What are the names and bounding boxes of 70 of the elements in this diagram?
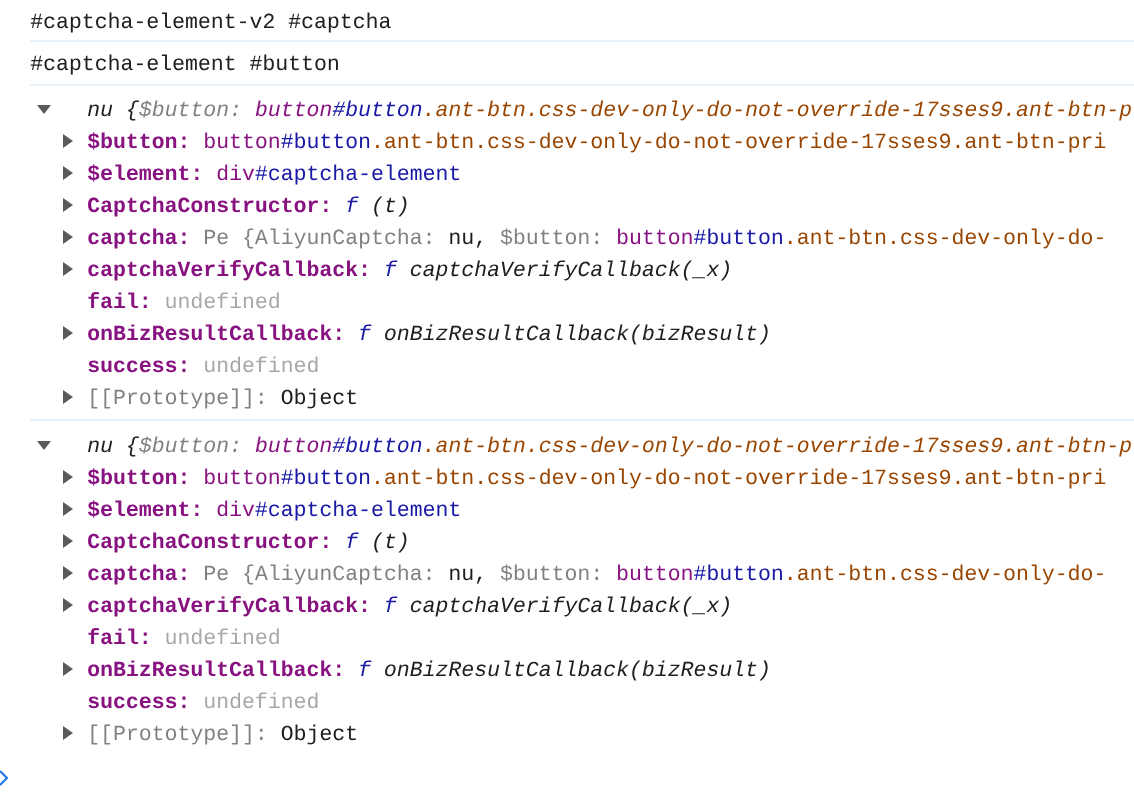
property-value: #captcha-element [255, 164, 460, 185]
property-value: .ant-btn.css-dev-only-do-not-override-17sses9.ant-btn-pri [376, 132, 1106, 153]
property-key: onBizResultCallback: [88, 660, 341, 677]
property-value: div [217, 164, 255, 181]
property-key: $button: [87, 132, 186, 150]
property-value: onBizResultCallback(bizResult) [385, 324, 768, 345]
property-value: undefined [166, 628, 279, 645]
property-key: $button: [87, 468, 186, 486]
property-value: f [386, 596, 398, 612]
property-value: #captcha-element [255, 500, 460, 521]
property-key: captcha: [88, 228, 186, 249]
property-value: undefined [166, 292, 279, 309]
object-preview: #button [332, 436, 422, 453]
property-value: f [347, 532, 359, 548]
console-command: #captcha-element-v2 #captcha [30, 12, 391, 33]
object-preview: nu { [88, 436, 139, 457]
property-value: Object [281, 724, 356, 745]
property-value: .ant-btn.css-dev-only-do- [789, 564, 1103, 585]
property-key: $element: [87, 164, 199, 182]
property-value: button [618, 564, 692, 581]
property-key: $element: [87, 500, 199, 518]
property-key: success: [88, 696, 186, 709]
property-key: captcha: [88, 564, 186, 585]
object-preview: button [255, 100, 331, 117]
property-value: Pe {AliyunCaptcha: [205, 564, 431, 585]
property-value: $button: [500, 228, 598, 246]
property-value: captchaVerifyCallback(_x) [410, 260, 729, 281]
property-value: #button [281, 132, 370, 149]
property-value: div [217, 500, 255, 517]
property-value: button [205, 468, 279, 485]
property-value: onBizResultCallback(bizResult) [385, 660, 768, 681]
property-key: CaptchaConstructor: [88, 196, 328, 217]
property-value: undefined [205, 692, 318, 709]
object-preview: $button: [139, 436, 238, 454]
property-value: $button: [500, 564, 598, 582]
property-key: success: [88, 360, 186, 373]
property-value: f [360, 660, 372, 676]
console-command: #captcha-element #button [30, 54, 338, 75]
property-value: undefined [205, 356, 318, 373]
property-value: .ant-btn.css-dev-only-do-not-override-17sses9.ant-btn-pri [376, 468, 1106, 489]
property-value: Pe {AliyunCaptcha: [205, 228, 431, 249]
object-preview: nu { [88, 100, 139, 121]
property-value: button [205, 132, 279, 149]
property-key: fail: [88, 292, 147, 309]
property-value: f [347, 196, 359, 212]
property-value: #button [281, 468, 370, 485]
object-preview: .ant-btn.css-dev-only-do-not-override-17sses9.ant-btn-p [426, 436, 1131, 457]
property-key: CaptchaConstructor: [88, 532, 328, 553]
object-preview: .ant-btn.css-dev-only-do-not-override-17sses9.ant-btn-p [426, 100, 1131, 121]
property-value: .ant-btn.css-dev-only-do- [789, 228, 1103, 249]
property-value: (t) [374, 532, 407, 553]
property-value: (t) [374, 196, 407, 217]
property-value: f [360, 324, 372, 340]
property-value: button [618, 228, 692, 245]
property-value: nu, [450, 232, 482, 248]
property-value: [[Prototype]]: [91, 724, 263, 745]
property-key: fail: [88, 628, 147, 645]
property-key: onBizResultCallback: [88, 324, 341, 341]
object-preview: $button: [139, 100, 238, 118]
property-key: captchaVerifyCallback: [88, 260, 367, 281]
property-value: f [386, 260, 398, 276]
property-value: [[Prototype]]: [91, 388, 263, 409]
object-preview: button [255, 436, 331, 453]
property-value: #button [694, 228, 782, 245]
property-value: Object [281, 388, 356, 409]
property-value: #button [694, 564, 782, 581]
object-preview: #button [332, 100, 422, 117]
property-value: captchaVerifyCallback(_x) [410, 596, 729, 617]
property-value: nu, [450, 568, 482, 584]
property-key: captchaVerifyCallback: [88, 596, 367, 617]
